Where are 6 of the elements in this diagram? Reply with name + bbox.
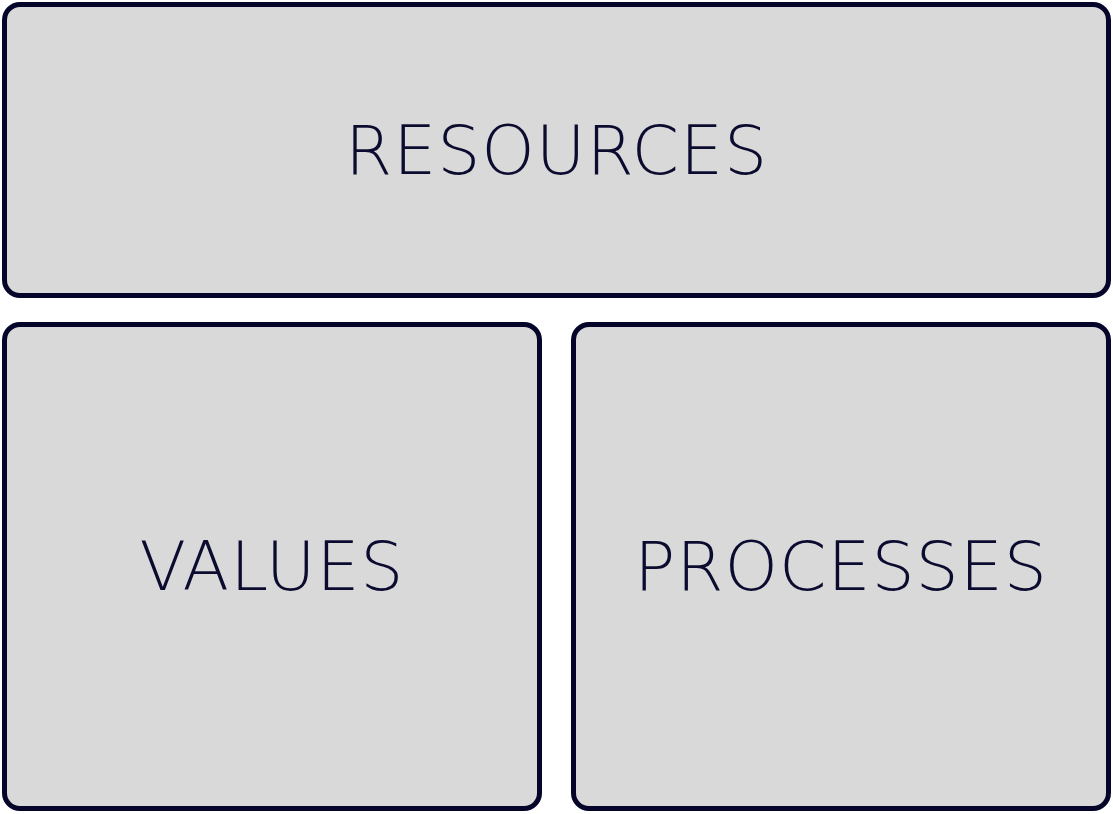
box-label: RESOURCES bbox=[344, 110, 769, 190]
box-label: PROCESSES bbox=[634, 527, 1048, 606]
text-box bbox=[2, 322, 542, 811]
box-label: VALUES bbox=[139, 527, 405, 606]
text-box bbox=[2, 2, 1111, 298]
text-box bbox=[571, 322, 1111, 811]
